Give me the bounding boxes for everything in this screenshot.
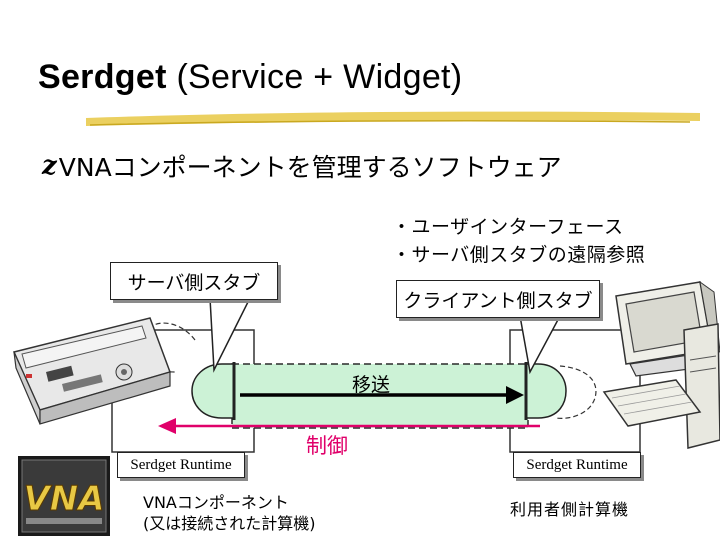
- title-bold: Serdget: [38, 58, 167, 96]
- title-rest: (Service + Widget): [176, 58, 463, 96]
- feature-item: ・ユーザインターフェース: [392, 216, 624, 238]
- runtime-right-label: Serdget Runtime: [513, 452, 641, 478]
- transfer-label: 移送: [352, 374, 391, 396]
- client-connection-line: [555, 365, 597, 419]
- client-stub-blob: [525, 363, 567, 419]
- client-stub-callout: クライアント側スタブ: [396, 280, 600, 318]
- vna-label-line2: (又は接続された計算機): [143, 514, 316, 533]
- bullet-text: VNAコンポーネントを管理するソフトウェア: [58, 153, 562, 182]
- control-arrowhead: [158, 418, 176, 434]
- feature-item: ・サーバ側スタブの遠隔参照: [392, 244, 646, 266]
- vna-label-line1: VNAコンポーネント: [143, 493, 289, 512]
- transfer-arrowhead: [506, 386, 524, 404]
- server-stub-blob: [191, 363, 235, 419]
- vna-logo-icon: VNA: [18, 456, 110, 536]
- user-computer-label: 利用者側計算機: [510, 500, 630, 519]
- title-highlight-shadow: [89, 120, 691, 126]
- server-callout-pointer: [209, 297, 252, 373]
- server-stub-callout: サーバ側スタブ: [110, 262, 278, 300]
- runtime-left-label: Serdget Runtime: [117, 452, 245, 478]
- server-stub-label: サーバ側スタブ: [127, 271, 261, 294]
- control-label: 制御: [306, 434, 348, 458]
- vna-component-label: VNAコンポーネント (又は接続された計算機): [143, 492, 316, 534]
- server-appliance-icon: [12, 317, 171, 425]
- bullet-mark: z: [42, 151, 57, 181]
- desktop-computer-icon: [602, 280, 720, 449]
- page-title: Serdget (Service + Widget): [38, 58, 462, 97]
- vna-logo-text: VNA: [23, 479, 104, 519]
- client-stub-label: クライアント側スタブ: [403, 289, 593, 312]
